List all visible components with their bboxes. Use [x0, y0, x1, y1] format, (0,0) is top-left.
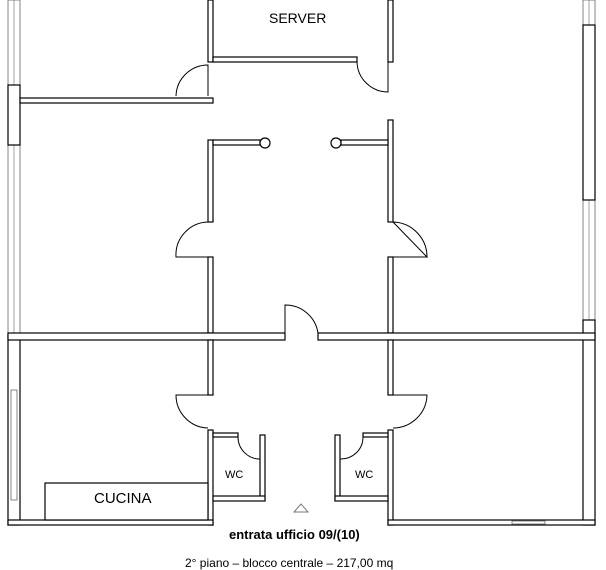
footer-caption: 2° piano – blocco centrale – 217,00 mq [185, 556, 394, 570]
room-label-server: SERVER [269, 10, 327, 26]
left-exterior-wall [7, 0, 21, 526]
room-label-kitchen: CUCINA [94, 490, 152, 507]
right-exterior-wall [582, 0, 596, 526]
wc-left-walls [212, 432, 266, 502]
kitchen-counter [44, 482, 209, 521]
entrance-label: entrata ufficio 09/(10) [229, 527, 360, 542]
room-label-wc-left: WC [225, 469, 244, 481]
server-room-walls [207, 0, 394, 93]
room-label-wc-right: WC [355, 469, 374, 481]
triangle-up-icon [292, 503, 310, 513]
wc-right-walls [334, 432, 389, 502]
